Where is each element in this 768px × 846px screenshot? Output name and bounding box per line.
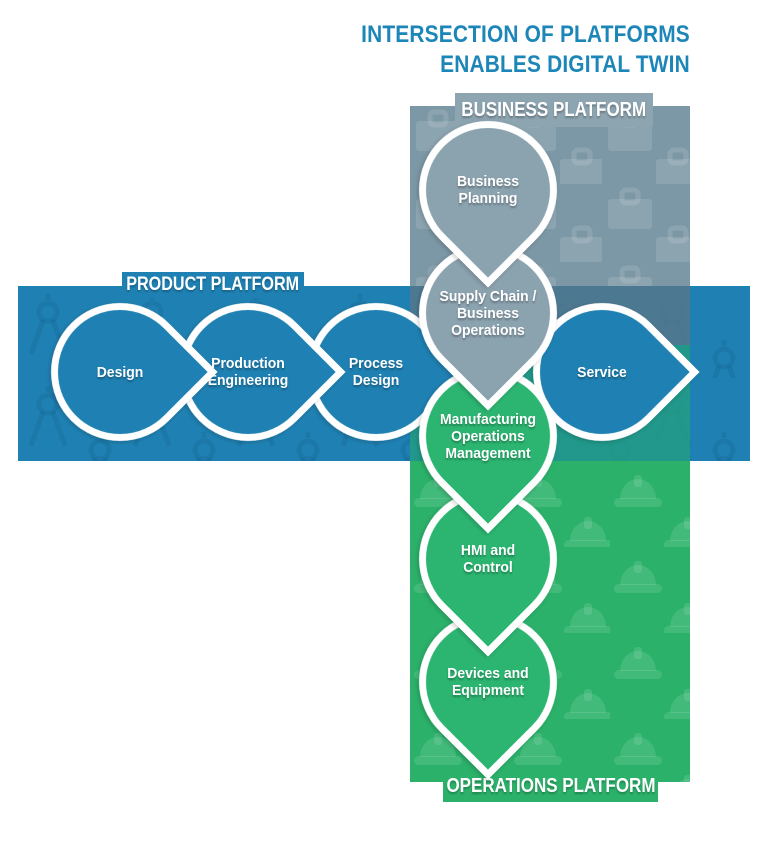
node-label: Production Engineering [207,355,289,389]
node-label: Process Design [348,355,404,389]
node-hmi-and-control: HMI and Control [390,461,586,657]
title-line-2: ENABLES DIGITAL TWIN [440,51,690,78]
node-process-design: Process Design [278,274,474,470]
node-devices-and-equipment: Devices and Equipment [390,584,586,780]
node-supply-chain-business-operations: Supply Chain / Business Operations [390,215,586,411]
diagram-title: INTERSECTION OF PLATFORMS ENABLES DIGITA… [361,20,690,80]
product-platform-label: PRODUCT PLATFORM [122,272,304,298]
node-manufacturing-operations-management: Manufacturing Operations Management [390,338,586,534]
node-label: HMI and Control [460,542,516,576]
title-line-1: INTERSECTION OF PLATFORMS [361,21,690,48]
node-label: Business Planning [456,173,520,207]
node-label: Supply Chain / Business Operations [439,287,537,339]
node-label: Design [96,363,144,381]
node-label: Manufacturing Operations Management [439,410,537,462]
node-production-engineering: Production Engineering [150,274,346,470]
node-label: Service [577,363,627,381]
node-service: Service [504,274,700,470]
node-business-planning: Business Planning [390,92,586,288]
operations-platform-label: OPERATIONS PLATFORM [443,770,658,802]
node-label: Devices and Equipment [447,665,529,699]
node-design: Design [22,274,218,470]
